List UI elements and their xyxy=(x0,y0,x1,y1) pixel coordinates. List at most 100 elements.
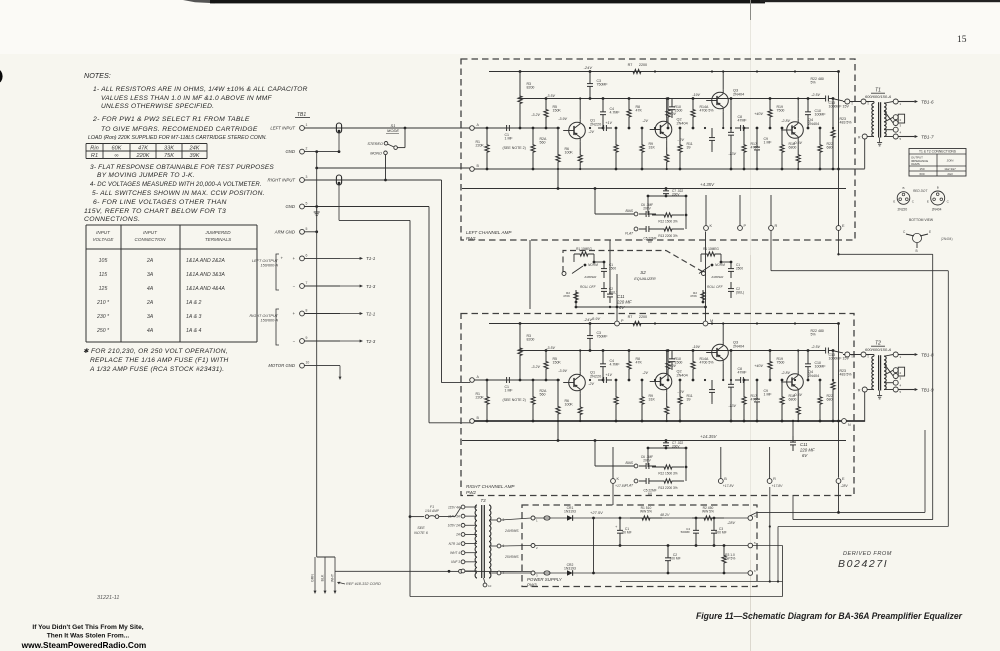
svg-text:∞: ∞ xyxy=(115,153,119,159)
svg-text:LOAD (Ron) 220K SUPPLIED FOR M: LOAD (Ron) 220K SUPPLIED FOR M7-118L5 CA… xyxy=(88,135,267,141)
svg-text:C6 .1MF: C6 .1MF xyxy=(641,455,653,459)
svg-text:75K: 75K xyxy=(164,153,174,159)
svg-text:T: T xyxy=(867,355,869,359)
svg-text:EQUALIZER: EQUALIZER xyxy=(634,277,656,281)
svg-text:MOTOR GND: MOTOR GND xyxy=(268,363,295,368)
svg-text:R3 1.0: R3 1.0 xyxy=(725,553,735,557)
svg-text:1 MF: 1 MF xyxy=(764,141,773,145)
svg-text:R7: R7 xyxy=(628,63,633,67)
svg-text:1 MF: 1 MF xyxy=(764,393,773,397)
svg-text:Q4: Q4 xyxy=(808,370,813,374)
svg-text:39: 39 xyxy=(687,398,691,402)
svg-text:VOLTAGE: VOLTAGE xyxy=(92,237,114,242)
svg-text:C3: C3 xyxy=(719,527,723,531)
svg-text:RED DOT: RED DOT xyxy=(913,189,928,193)
svg-text:R17: R17 xyxy=(751,142,758,146)
svg-text:200V: 200V xyxy=(643,206,651,210)
svg-text:Q2: Q2 xyxy=(677,118,682,122)
svg-text:Figure 11—Schematic Diagram fo: Figure 11—Schematic Diagram for BA-36A P… xyxy=(696,611,962,621)
svg-text:K: K xyxy=(617,477,620,481)
svg-text:C8: C8 xyxy=(738,115,743,119)
svg-text:R1 10MEG: R1 10MEG xyxy=(576,247,592,251)
svg-text:220K: 220K xyxy=(476,396,485,400)
svg-text:5: 5 xyxy=(900,137,902,141)
svg-text:1: 1 xyxy=(536,518,538,522)
svg-text:1 MF: 1 MF xyxy=(505,137,514,141)
svg-text:1- ALL RESISTORS ARE IN OHMS,: 1- ALL RESISTORS ARE IN OHMS, 1/4W ±10% … xyxy=(93,86,308,93)
svg-text:R2A: R2A xyxy=(540,389,548,393)
svg-text:C5 22MF: C5 22MF xyxy=(643,489,656,493)
svg-text:-2.5V: -2.5V xyxy=(811,345,820,349)
svg-text:+40V: +40V xyxy=(754,112,763,116)
svg-text:2- FOR PW1 & PW2 SELECT R1 FRO: 2- FOR PW1 & PW2 SELECT R1 FROM TABLE xyxy=(92,116,250,123)
svg-text:1: 1 xyxy=(900,355,902,359)
svg-text:R13 2200 3%: R13 2200 3% xyxy=(658,234,677,238)
svg-text:P: P xyxy=(621,319,624,323)
svg-text:3: 3 xyxy=(536,573,538,577)
svg-text:4: 4 xyxy=(900,383,902,387)
svg-text:R1 10MEG: R1 10MEG xyxy=(703,247,719,251)
svg-text:S2: S2 xyxy=(640,270,646,275)
svg-text:2N404: 2N404 xyxy=(677,373,688,377)
svg-text:1: 1 xyxy=(306,123,308,127)
svg-text:4A: 4A xyxy=(147,328,154,334)
svg-text:115: 115 xyxy=(99,272,107,278)
svg-text:600/600/150-A: 600/600/150-A xyxy=(865,347,892,352)
svg-text:R13 2200 3%: R13 2200 3% xyxy=(658,486,677,490)
svg-text:BIAS: BIAS xyxy=(625,209,633,213)
svg-text:600: 600 xyxy=(919,172,924,176)
svg-text:C10: C10 xyxy=(815,361,822,365)
svg-text:115V, REFER TO CHART BELOW FOR: 115V, REFER TO CHART BELOW FOR T3 xyxy=(84,208,226,215)
svg-text:4700 5%: 4700 5% xyxy=(700,361,715,365)
svg-text:R2: R2 xyxy=(566,291,570,295)
svg-text:2: 2 xyxy=(900,118,902,122)
svg-text:CONNECTIONS.: CONNECTIONS. xyxy=(84,216,140,223)
svg-text:+: + xyxy=(615,524,618,529)
svg-text:2N404: 2N404 xyxy=(733,344,744,348)
svg-text:680: 680 xyxy=(827,398,833,402)
svg-text:C4: C4 xyxy=(610,107,615,111)
svg-text:1500: 1500 xyxy=(675,361,683,365)
svg-text:7W 5%: 7W 5% xyxy=(725,556,736,560)
svg-text:560: 560 xyxy=(540,393,546,397)
svg-text:1A & 4: 1A & 4 xyxy=(186,328,201,334)
svg-text:-3.9V: -3.9V xyxy=(558,117,567,121)
svg-text:48.2V: 48.2V xyxy=(660,513,670,517)
svg-text:5: 5 xyxy=(900,390,902,394)
svg-text:2A: 2A xyxy=(146,258,154,264)
svg-text:POWER SUPPLY: POWER SUPPLY xyxy=(527,577,563,582)
svg-text:483 5%: 483 5% xyxy=(840,373,853,377)
svg-text:470K: 470K xyxy=(690,294,697,298)
svg-text:BOTTOM VIEW: BOTTOM VIEW xyxy=(909,218,934,222)
svg-text:150: 150 xyxy=(919,167,924,171)
svg-text:SEE: SEE xyxy=(417,526,425,530)
svg-text:47K: 47K xyxy=(636,109,643,113)
svg-text:TB1-6: TB1-6 xyxy=(921,99,934,104)
svg-text:1&2 3&7: 1&2 3&7 xyxy=(944,167,956,171)
svg-text:T3: T3 xyxy=(480,498,486,503)
svg-text:C: C xyxy=(912,199,915,203)
svg-text:R11: R11 xyxy=(687,142,693,146)
svg-text:R17: R17 xyxy=(751,394,758,398)
svg-text:VALUES LESS THAN 1.0 IN MF &1.: VALUES LESS THAN 1.0 IN MF &1.0 ABOVE IN… xyxy=(101,95,272,102)
svg-text:T2: T2 xyxy=(875,341,881,347)
svg-text:+17.8V: +17.8V xyxy=(772,484,784,488)
svg-text:R1: R1 xyxy=(91,153,98,159)
svg-text:-3.9V: -3.9V xyxy=(558,369,567,373)
svg-text:50 MF: 50 MF xyxy=(622,530,631,534)
svg-text:B: B xyxy=(477,164,480,168)
svg-text:T2-1: T2-1 xyxy=(366,311,376,316)
svg-text:C4: C4 xyxy=(610,359,615,363)
svg-text:8: 8 xyxy=(306,309,308,313)
svg-text:R14A: R14A xyxy=(700,105,710,109)
svg-text:4700: 4700 xyxy=(751,398,759,402)
svg-text:B: B xyxy=(916,249,918,253)
svg-text:STEREO: STEREO xyxy=(367,142,383,146)
svg-text:R14A: R14A xyxy=(700,357,710,361)
svg-text:2: 2 xyxy=(900,371,902,375)
svg-text:R5: R5 xyxy=(553,357,558,361)
svg-text:B: B xyxy=(937,186,939,190)
svg-text:B: B xyxy=(477,416,480,420)
svg-text:-0.3V: -0.3V xyxy=(793,141,802,145)
svg-text:-2V: -2V xyxy=(642,119,648,123)
